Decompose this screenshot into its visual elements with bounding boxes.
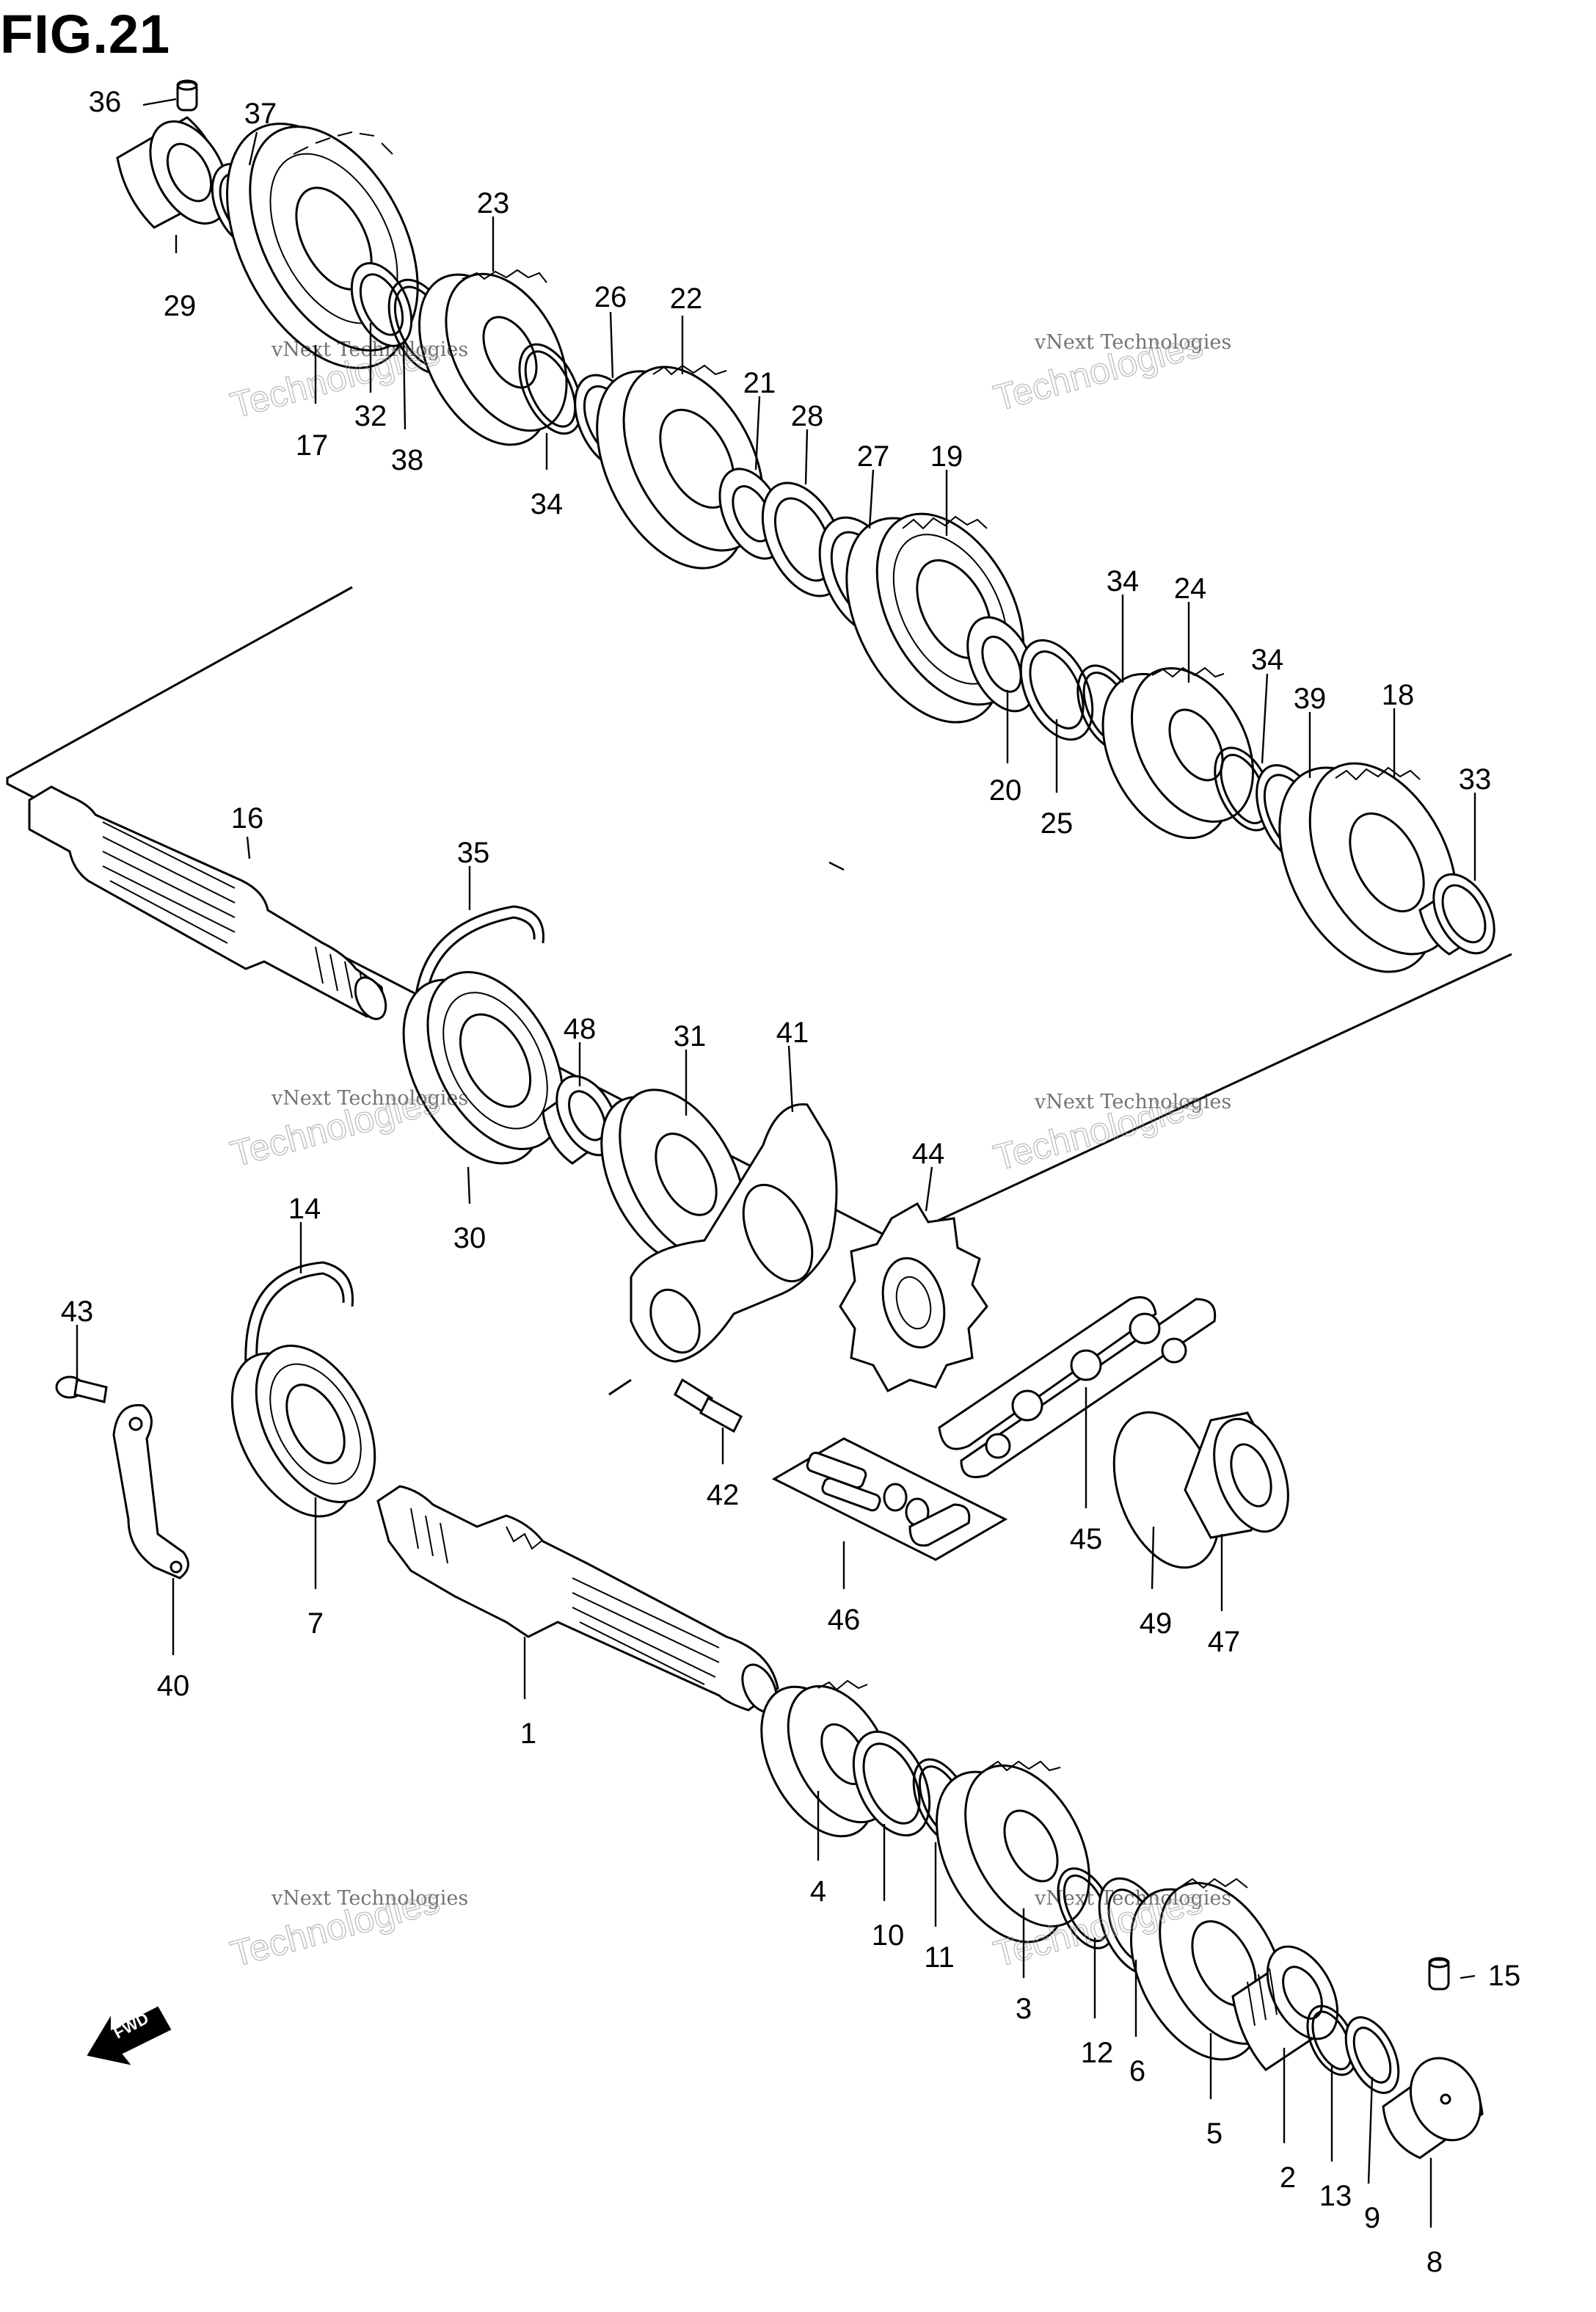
part-label[interactable]: 49: [1140, 1607, 1173, 1640]
part-label[interactable]: 15: [1488, 1960, 1521, 1992]
part-1-main-shaft[interactable]: [376, 1485, 783, 1717]
part-label[interactable]: 3: [1016, 1993, 1032, 2025]
part-label[interactable]: 25: [1041, 807, 1074, 840]
svg-text:vNext Technologies: vNext Technologies: [1034, 1091, 1231, 1113]
part-label[interactable]: 6: [1129, 2055, 1145, 2087]
watermark-4: vNext Technologies Technologies: [989, 1083, 1231, 1179]
leader-lines: [76, 98, 1476, 2228]
part-2-gear[interactable]: [1231, 1935, 1352, 2071]
part-label[interactable]: 12: [1081, 2037, 1114, 2069]
part-23-gear[interactable]: [393, 252, 591, 466]
part-16-countershaft[interactable]: [28, 785, 392, 1024]
part-18-gear[interactable]: [1247, 738, 1487, 997]
part-label[interactable]: 26: [594, 281, 627, 313]
part-label[interactable]: 34: [1251, 644, 1284, 676]
part-label[interactable]: 17: [296, 429, 329, 462]
part-42-bolt[interactable]: [674, 1378, 743, 1433]
part-label[interactable]: 19: [930, 440, 963, 473]
part-14-half-ring[interactable]: [244, 1261, 354, 1366]
part-label[interactable]: 20: [989, 774, 1022, 807]
part-label[interactable]: 34: [531, 488, 564, 520]
part-label[interactable]: 16: [231, 802, 264, 835]
part-label[interactable]: 46: [828, 1604, 861, 1636]
part-label[interactable]: 35: [457, 837, 490, 869]
part-label[interactable]: 18: [1382, 679, 1415, 711]
svg-text:vNext Technologies: vNext Technologies: [1034, 331, 1231, 354]
svg-text:vNext Technologies: vNext Technologies: [271, 338, 468, 361]
part-label[interactable]: 5: [1206, 2117, 1222, 2150]
part-label[interactable]: 29: [164, 290, 197, 322]
part-label[interactable]: 36: [89, 86, 122, 118]
watermark-3: vNext Technologies Technologies: [226, 1079, 468, 1175]
part-label[interactable]: 31: [674, 1020, 707, 1053]
part-10-washer[interactable]: [839, 1720, 945, 1847]
part-label[interactable]: 47: [1208, 1626, 1241, 1658]
part-40-bracket[interactable]: [112, 1404, 189, 1579]
part-label[interactable]: 4: [810, 1875, 826, 1908]
part-label[interactable]: 21: [743, 367, 776, 399]
part-label[interactable]: 9: [1364, 2202, 1380, 2234]
part-label[interactable]: 11: [924, 1941, 955, 1974]
part-label[interactable]: 42: [707, 1479, 740, 1511]
svg-text:vNext Technologies: vNext Technologies: [271, 1887, 468, 1910]
part-label[interactable]: 30: [453, 1222, 487, 1254]
part-label[interactable]: 44: [912, 1138, 945, 1170]
part-label[interactable]: 41: [776, 1017, 809, 1049]
part-label[interactable]: 45: [1070, 1523, 1103, 1555]
part-30-bearing[interactable]: [375, 950, 591, 1187]
part-label[interactable]: 22: [670, 283, 703, 315]
part-20-bushing[interactable]: [954, 606, 1049, 721]
part-label[interactable]: 38: [391, 444, 424, 476]
part-label[interactable]: 40: [157, 1670, 190, 1702]
assembly-box: [6, 586, 1512, 1242]
part-label[interactable]: 37: [244, 98, 277, 130]
figure-title: FIG.21: [0, 4, 171, 65]
part-label[interactable]: 13: [1319, 2180, 1352, 2212]
watermark-5: vNext Technologies Technologies: [226, 1879, 468, 1975]
part-9-washer[interactable]: [1336, 2009, 1410, 2101]
part-44-sprocket[interactable]: [839, 1202, 988, 1392]
part-label[interactable]: 7: [307, 1607, 324, 1640]
part-24-gear[interactable]: [1076, 647, 1278, 859]
part-29-bushing[interactable]: [116, 109, 244, 237]
part-label[interactable]: 8: [1426, 2246, 1443, 2278]
part-label[interactable]: 10: [872, 1919, 905, 1952]
part-31-oil-seal[interactable]: [576, 1069, 771, 1287]
part-label[interactable]: 14: [288, 1193, 321, 1225]
part-34-circlip-a[interactable]: [507, 335, 594, 443]
part-label[interactable]: 23: [477, 187, 510, 219]
part-label[interactable]: 43: [61, 1295, 94, 1328]
part-label[interactable]: 48: [564, 1013, 597, 1045]
part-label[interactable]: 39: [1294, 683, 1327, 715]
part-label[interactable]: 2: [1280, 2162, 1296, 2194]
part-35-half-ring[interactable]: [413, 905, 544, 1025]
svg-text:vNext Technologies: vNext Technologies: [271, 1087, 468, 1110]
part-label[interactable]: 27: [857, 440, 890, 473]
part-label[interactable]: 1: [520, 1717, 536, 1750]
part-43-bolt[interactable]: [55, 1375, 108, 1403]
part-33-bushing[interactable]: [1418, 864, 1506, 963]
part-label[interactable]: 33: [1459, 763, 1492, 796]
part-8-bearing-cup[interactable]: [1382, 2046, 1493, 2159]
part-45-drive-chain[interactable]: [938, 1296, 1217, 1478]
part-15-pin[interactable]: [1428, 1957, 1450, 1991]
part-label[interactable]: 34: [1107, 565, 1140, 597]
part-label[interactable]: 24: [1174, 572, 1207, 605]
part-47-nut[interactable]: [1184, 1408, 1302, 1541]
part-41-plate[interactable]: [608, 1103, 838, 1396]
part-25-washer[interactable]: [1007, 629, 1107, 751]
svg-text:vNext Technologies: vNext Technologies: [1034, 1887, 1231, 1910]
fwd-arrow-icon: FWD: [87, 2006, 172, 2065]
part-7-bearing[interactable]: [207, 1326, 399, 1537]
part-label[interactable]: 32: [354, 400, 387, 432]
watermark-2: vNext Technologies Technologies: [989, 323, 1231, 419]
assembly-box-dash: [828, 861, 845, 871]
part-46-chain-joint-kit[interactable]: [771, 1437, 1008, 1561]
part-36-pin[interactable]: [176, 79, 198, 112]
part-label[interactable]: 28: [791, 400, 824, 432]
